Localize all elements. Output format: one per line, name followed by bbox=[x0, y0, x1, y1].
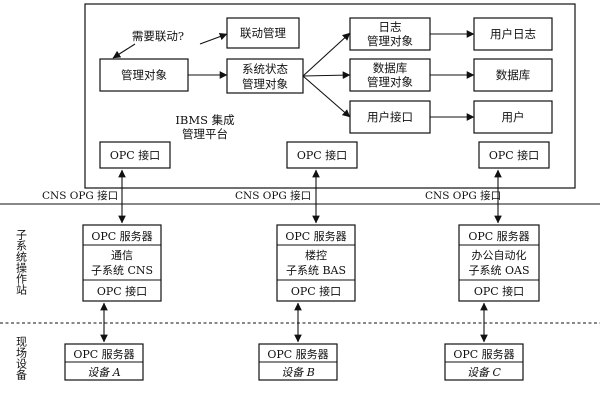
arrow-state-to-db bbox=[302, 71, 351, 80]
managed-object-box bbox=[99, 58, 189, 92]
arrow-state-to-log bbox=[302, 32, 351, 77]
ibms-title-line1: IBMS 集成 bbox=[175, 113, 235, 127]
platform-opc-interface-3-label: OPC 接口 bbox=[489, 149, 539, 162]
device-c-server: OPC 服务器 bbox=[453, 348, 514, 361]
subsystem-bas-line1: 楼控 bbox=[305, 248, 327, 262]
db-object-box bbox=[349, 58, 431, 92]
field-equipment-label: 现场设备 bbox=[15, 336, 28, 381]
device-c: OPC 服务器 设备 C bbox=[444, 343, 524, 381]
platform-opc-interface-2-label: OPC 接口 bbox=[297, 149, 347, 162]
system-state-line2: 管理对象 bbox=[242, 77, 288, 91]
platform-opc-interface-3 bbox=[478, 141, 550, 169]
arrow-question-to-linkage bbox=[199, 32, 228, 45]
cns-label-3: CNS OPG 接口 bbox=[425, 189, 501, 202]
platform-opc-interface-2 bbox=[286, 141, 358, 169]
user-log-label: 用户日志 bbox=[490, 27, 536, 41]
arrow-state-to-user-interface bbox=[302, 75, 351, 118]
arrow-question-to-object bbox=[112, 43, 136, 59]
subsystem-cns-server: OPC 服务器 bbox=[91, 230, 152, 243]
subsystem-oas-server: OPC 服务器 bbox=[468, 230, 529, 243]
cns-label-1: CNS OPG 接口 bbox=[42, 189, 118, 202]
subsystem-cns-line2: 子系统 CNS bbox=[91, 264, 153, 277]
device-b-server: OPC 服务器 bbox=[267, 348, 328, 361]
subsystem-bas-line2: 子系统 BAS bbox=[286, 264, 346, 277]
ibms-title-line2: 管理平台 bbox=[182, 127, 228, 141]
user-label: 用户 bbox=[502, 110, 525, 124]
subsystem-oas-line1: 办公自动化 bbox=[472, 248, 527, 262]
device-a-server: OPC 服务器 bbox=[73, 348, 134, 361]
subsystem-bas-interface: OPC 接口 bbox=[291, 285, 341, 298]
subsystem-cns: OPC 服务器 通信 子系统 CNS OPC 接口 bbox=[82, 224, 162, 302]
system-state-box bbox=[226, 58, 304, 94]
device-c-name: 设备 C bbox=[467, 366, 501, 379]
subsystem-oas-line2: 子系统 OAS bbox=[469, 264, 530, 277]
subsystem-oas-interface: OPC 接口 bbox=[474, 285, 524, 298]
log-object-line2: 管理对象 bbox=[367, 34, 413, 48]
subsystem-cns-line1: 通信 bbox=[111, 249, 133, 262]
subsystem-oas: OPC 服务器 办公自动化 子系统 OAS OPC 接口 bbox=[458, 224, 540, 302]
user-log-box bbox=[473, 17, 553, 51]
log-object-line1: 日志 bbox=[379, 20, 402, 34]
db-object-line1: 数据库 bbox=[373, 61, 408, 75]
platform-opc-interface-1 bbox=[99, 141, 171, 169]
subsystem-station-label: 子系统操作站 bbox=[15, 229, 28, 296]
user-interface-box bbox=[349, 100, 431, 134]
subsystem-cns-interface: OPC 接口 bbox=[97, 285, 147, 298]
platform-opc-interface-1-label: OPC 接口 bbox=[110, 149, 160, 162]
device-a: OPC 服务器 设备 A bbox=[64, 343, 144, 381]
system-state-line1: 系统状态 bbox=[242, 62, 288, 76]
managed-object-label: 管理对象 bbox=[121, 68, 167, 82]
linkage-question: 需要联动? bbox=[132, 29, 184, 43]
database-box bbox=[473, 58, 553, 92]
user-interface-label: 用户接口 bbox=[367, 110, 413, 124]
subsystem-bas-server: OPC 服务器 bbox=[285, 230, 346, 243]
ibms-platform-frame bbox=[84, 3, 576, 189]
database-label: 数据库 bbox=[496, 68, 531, 82]
cns-label-2: CNS OPG 接口 bbox=[235, 189, 311, 202]
db-object-line2: 管理对象 bbox=[367, 75, 413, 89]
linkage-mgmt-label: 联动管理 bbox=[240, 26, 286, 40]
device-b: OPC 服务器 设备 B bbox=[258, 343, 338, 381]
device-b-name: 设备 B bbox=[281, 366, 315, 379]
subsystem-bas: OPC 服务器 楼控 子系统 BAS OPC 接口 bbox=[276, 224, 356, 302]
log-object-box bbox=[349, 17, 431, 51]
user-box bbox=[473, 100, 553, 134]
device-a-name: 设备 A bbox=[87, 366, 120, 379]
